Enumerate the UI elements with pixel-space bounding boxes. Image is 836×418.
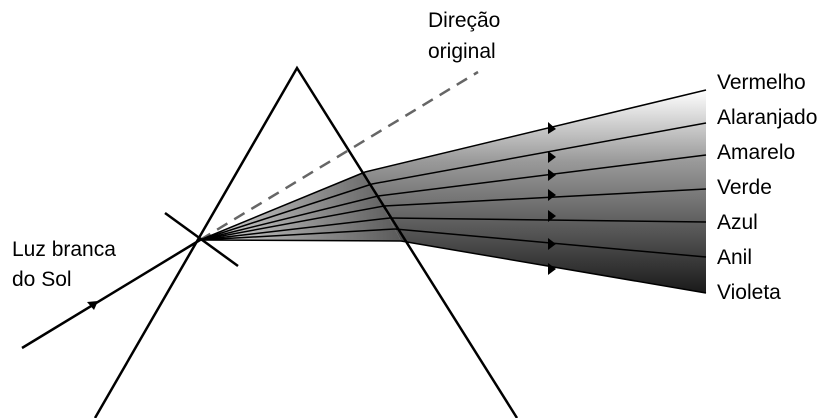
original-direction-label-line2: original <box>428 40 496 63</box>
ray-arrows <box>548 122 556 275</box>
original-direction-label-line1: Direção <box>428 9 500 32</box>
color-label-anil: Anil <box>717 246 752 269</box>
prism <box>93 65 519 418</box>
original-direction-line <box>199 70 479 242</box>
incident-ray <box>21 238 201 350</box>
color-label-alaranjado: Alaranjado <box>717 106 817 129</box>
color-label-violeta: Violeta <box>717 281 781 304</box>
beam-outside-prism <box>365 90 706 293</box>
color-label-verde: Verde <box>717 176 772 199</box>
incident-ray-arrow <box>87 301 98 310</box>
color-labels: Vermelho Alaranjado Amarelo Verde Azul A… <box>717 71 817 304</box>
color-label-amarelo: Amarelo <box>717 141 795 164</box>
color-label-azul: Azul <box>717 211 758 234</box>
incident-light-label-line1: Luz branca <box>12 238 116 261</box>
color-label-vermelho: Vermelho <box>717 71 806 94</box>
inside-rays <box>199 171 402 242</box>
incident-light-label-line2: do Sol <box>12 268 72 291</box>
outside-rays <box>364 89 707 294</box>
